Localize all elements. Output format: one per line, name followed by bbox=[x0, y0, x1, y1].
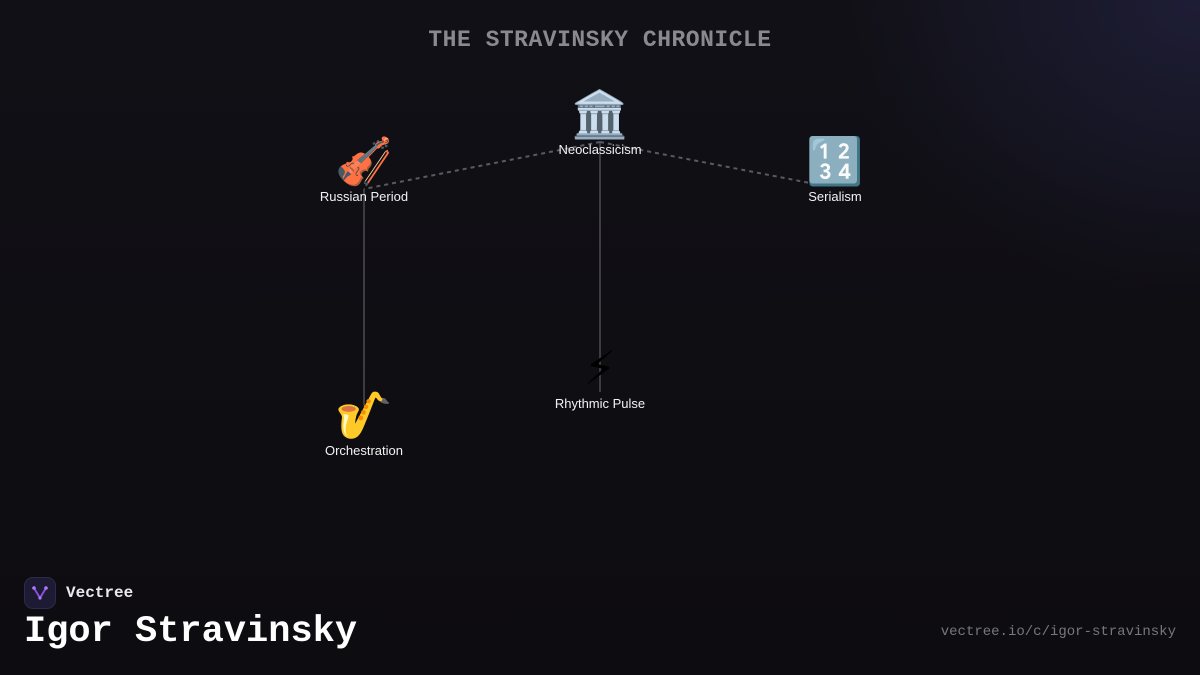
node-serialism[interactable]: 🔢 Serialism bbox=[755, 135, 915, 204]
node-label-serialism: Serialism bbox=[808, 189, 862, 204]
brand-name: Vectree bbox=[66, 584, 134, 602]
lightning-icon: ⚡ bbox=[583, 341, 617, 395]
node-label-rhythmic-pulse: Rhythmic Pulse bbox=[554, 396, 646, 411]
node-russian-period[interactable]: 🎻 Russian Period bbox=[284, 135, 444, 204]
brand[interactable]: Vectree bbox=[24, 577, 133, 609]
node-label-orchestration: Orchestration bbox=[324, 443, 404, 458]
node-rhythmic-pulse[interactable]: ⚡ Rhythmic Pulse bbox=[520, 342, 680, 411]
saxophone-icon: 🎷 bbox=[335, 388, 393, 442]
edge-neoclassicism-russian-period bbox=[363, 141, 601, 190]
node-label-neoclassicism: Neoclassicism bbox=[558, 142, 642, 157]
node-orchestration[interactable]: 🎷 Orchestration bbox=[284, 389, 444, 458]
edge-neoclassicism-serialism bbox=[599, 141, 811, 184]
input-numbers-icon: 🔢 bbox=[806, 134, 864, 188]
page-header-title: THE STRAVINSKY CHRONICLE bbox=[428, 27, 772, 53]
node-neoclassicism[interactable]: 🏛️ Neoclassicism bbox=[520, 88, 680, 157]
page-url[interactable]: vectree.io/c/igor-stravinsky bbox=[940, 624, 1176, 640]
classical-building-icon: 🏛️ bbox=[571, 87, 629, 141]
violin-icon: 🎻 bbox=[335, 134, 393, 188]
vectree-logo-icon bbox=[24, 577, 56, 609]
node-label-russian-period: Russian Period bbox=[319, 189, 409, 204]
page-title: Igor Stravinsky bbox=[24, 611, 358, 653]
